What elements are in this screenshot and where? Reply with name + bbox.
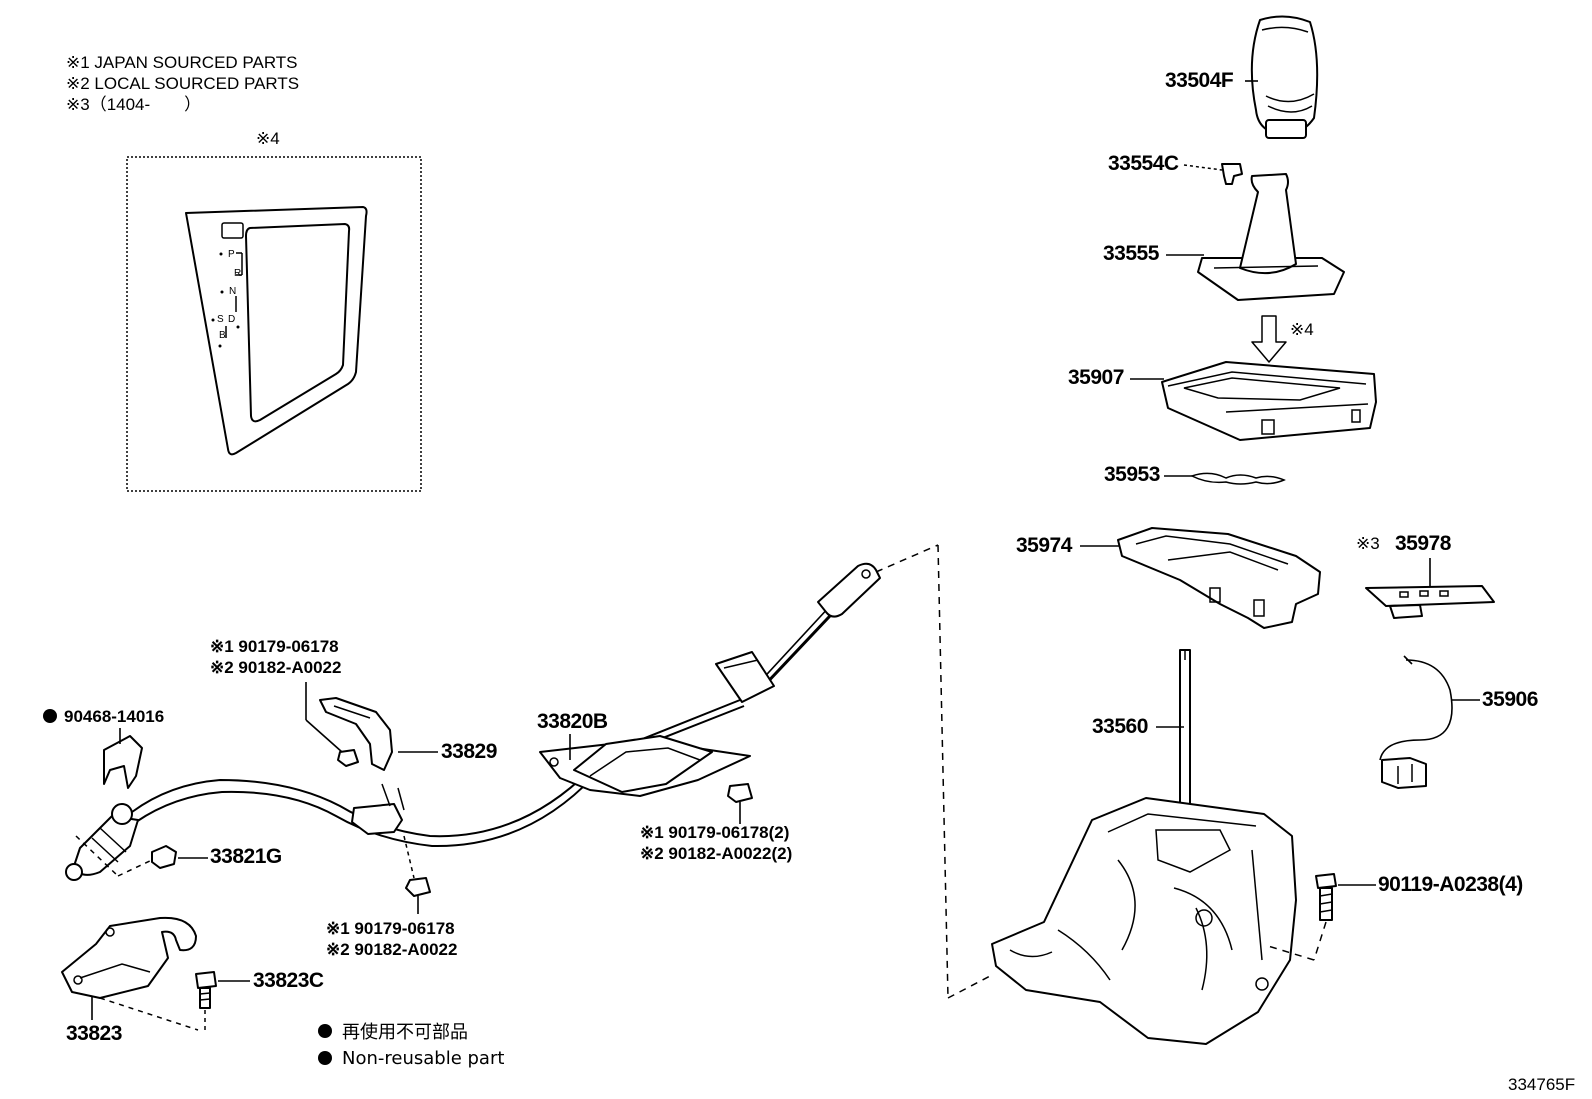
label-nut-bottom-local[interactable]: ※2 90182-A0022 xyxy=(326,940,457,959)
arrow-ref-tag: ※4 xyxy=(1290,320,1314,339)
label-nut-middle-japan[interactable]: ※1 90179-06178(2) xyxy=(640,823,789,842)
label-90119-A0238[interactable]: 90119-A0238(4) xyxy=(1378,873,1523,896)
wire-harness-clip xyxy=(1190,472,1286,485)
note-local-sourced: ※2 LOCAL SOURCED PARTS xyxy=(66,74,299,93)
label-33555[interactable]: 33555 xyxy=(1103,242,1160,265)
retaining-clip xyxy=(103,735,143,789)
shift-boot xyxy=(1197,173,1345,301)
bracket-bolt xyxy=(195,971,217,1009)
cable-support-bracket xyxy=(319,697,393,771)
shift-knob xyxy=(1250,15,1319,139)
diagram-reference-code: 334765F xyxy=(1508,1075,1575,1094)
nut-middle xyxy=(727,783,753,803)
legend-english: Non-reusable part xyxy=(342,1048,504,1069)
label-nut-top-local[interactable]: ※2 90182-A0022 xyxy=(210,658,341,677)
label-33829[interactable]: 33829 xyxy=(441,740,497,763)
shift-indicator-panel: P R N D S B xyxy=(185,206,368,456)
housing-bolt xyxy=(1315,873,1337,921)
label-35974[interactable]: 35974 xyxy=(1016,534,1073,557)
indicator-light-board xyxy=(1365,585,1495,619)
nut-lower xyxy=(405,877,431,897)
nut-upper xyxy=(337,749,359,767)
boot-clip xyxy=(1221,163,1243,185)
inset-frame xyxy=(126,156,422,492)
label-35978[interactable]: 35978 xyxy=(1395,532,1452,555)
label-33504F[interactable]: 33504F xyxy=(1165,69,1234,92)
legend-bullet-en xyxy=(318,1051,332,1065)
wire-harness xyxy=(1379,655,1453,789)
cable-mount-bracket xyxy=(61,916,197,999)
label-33823C[interactable]: 33823C xyxy=(253,969,324,992)
label-35978-tag: ※3 xyxy=(1356,534,1380,553)
legend-japanese: 再使用不可部品 xyxy=(342,1022,468,1043)
cable-bracket-grommet xyxy=(539,735,751,797)
label-35907[interactable]: 35907 xyxy=(1068,366,1124,389)
shift-lever-housing-bezel xyxy=(1161,361,1377,441)
label-90468-14016[interactable]: 90468-14016 xyxy=(64,707,164,726)
cable-end-nut xyxy=(151,845,177,869)
label-35953[interactable]: 35953 xyxy=(1104,463,1160,486)
label-33821G[interactable]: 33821G xyxy=(210,845,282,868)
gate-letter-n: N xyxy=(229,286,236,297)
label-nut-top-japan[interactable]: ※1 90179-06178 xyxy=(210,637,339,656)
label-33560[interactable]: 33560 xyxy=(1092,715,1148,738)
gate-letter-d: D xyxy=(228,314,235,325)
label-nut-middle-local[interactable]: ※2 90182-A0022(2) xyxy=(640,844,792,863)
label-33820B[interactable]: 33820B xyxy=(537,710,608,733)
inset-tag: ※4 xyxy=(256,129,280,148)
label-33823[interactable]: 33823 xyxy=(66,1022,122,1045)
label-nut-bottom-japan[interactable]: ※1 90179-06178 xyxy=(326,919,455,938)
indicator-housing-bracket xyxy=(1117,527,1321,629)
note-japan-sourced: ※1 JAPAN SOURCED PARTS xyxy=(66,53,298,72)
shift-lever-assembly xyxy=(991,649,1297,1045)
shift-lock-button-icon xyxy=(221,222,244,239)
gate-letter-r: R xyxy=(234,268,241,279)
gate-letter-s: S xyxy=(217,314,224,325)
gate-letter-p: P xyxy=(228,249,235,260)
label-33554C[interactable]: 33554C xyxy=(1108,152,1179,175)
label-35906[interactable]: 35906 xyxy=(1482,688,1538,711)
assembly-arrow xyxy=(1251,315,1287,363)
non-reusable-marker xyxy=(43,709,57,723)
gate-letter-b: B xyxy=(219,330,226,341)
cable-clamp-bracket xyxy=(351,783,405,835)
note-date-range: ※3（1404- ） xyxy=(66,95,201,114)
legend-bullet-jp xyxy=(318,1024,332,1038)
